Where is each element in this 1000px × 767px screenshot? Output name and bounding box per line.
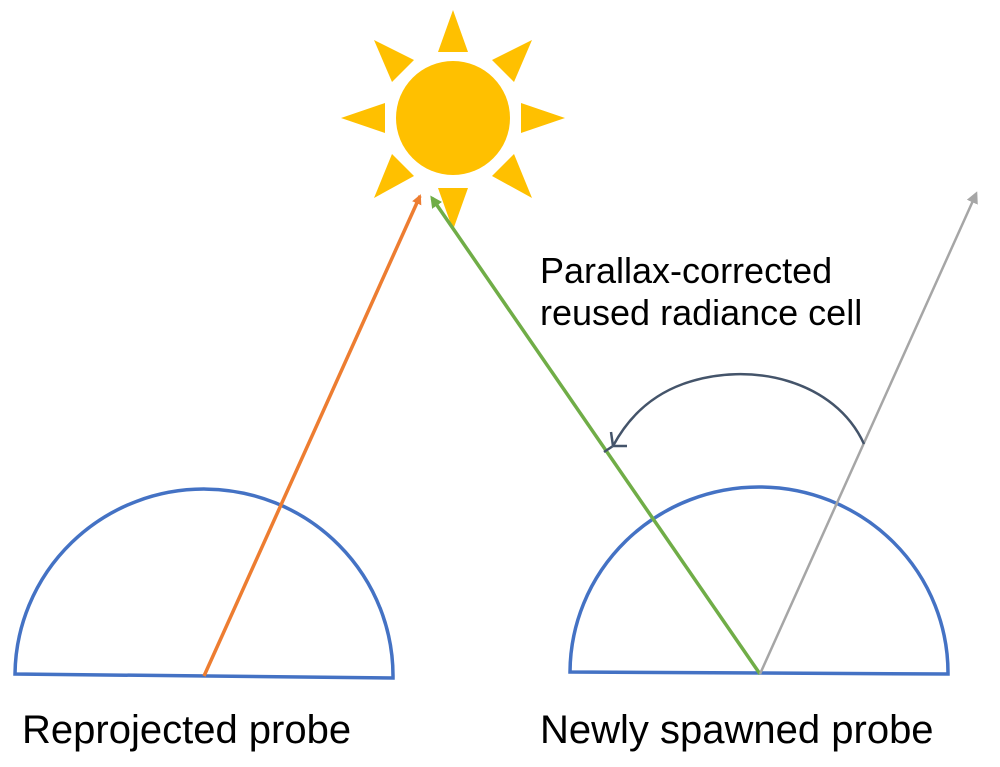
sun-icon — [341, 10, 565, 230]
reprojected-ray-arrow — [202, 194, 422, 677]
corrected-ray-arrow — [430, 195, 762, 675]
reprojected-probe-hemisphere — [13, 487, 395, 680]
parallax-annotation: Parallax-corrected reused radiance cell — [540, 250, 862, 334]
annotation-line-1: Parallax-corrected — [540, 250, 833, 291]
new-probe-label: Newly spawned probe — [540, 708, 934, 752]
rotation-arrow — [603, 373, 866, 454]
new-probe-hemisphere — [568, 485, 950, 676]
reprojected-probe-label: Reprojected probe — [22, 708, 352, 752]
original-ray-arrow — [758, 191, 978, 675]
annotation-line-2: reused radiance cell — [540, 292, 863, 333]
